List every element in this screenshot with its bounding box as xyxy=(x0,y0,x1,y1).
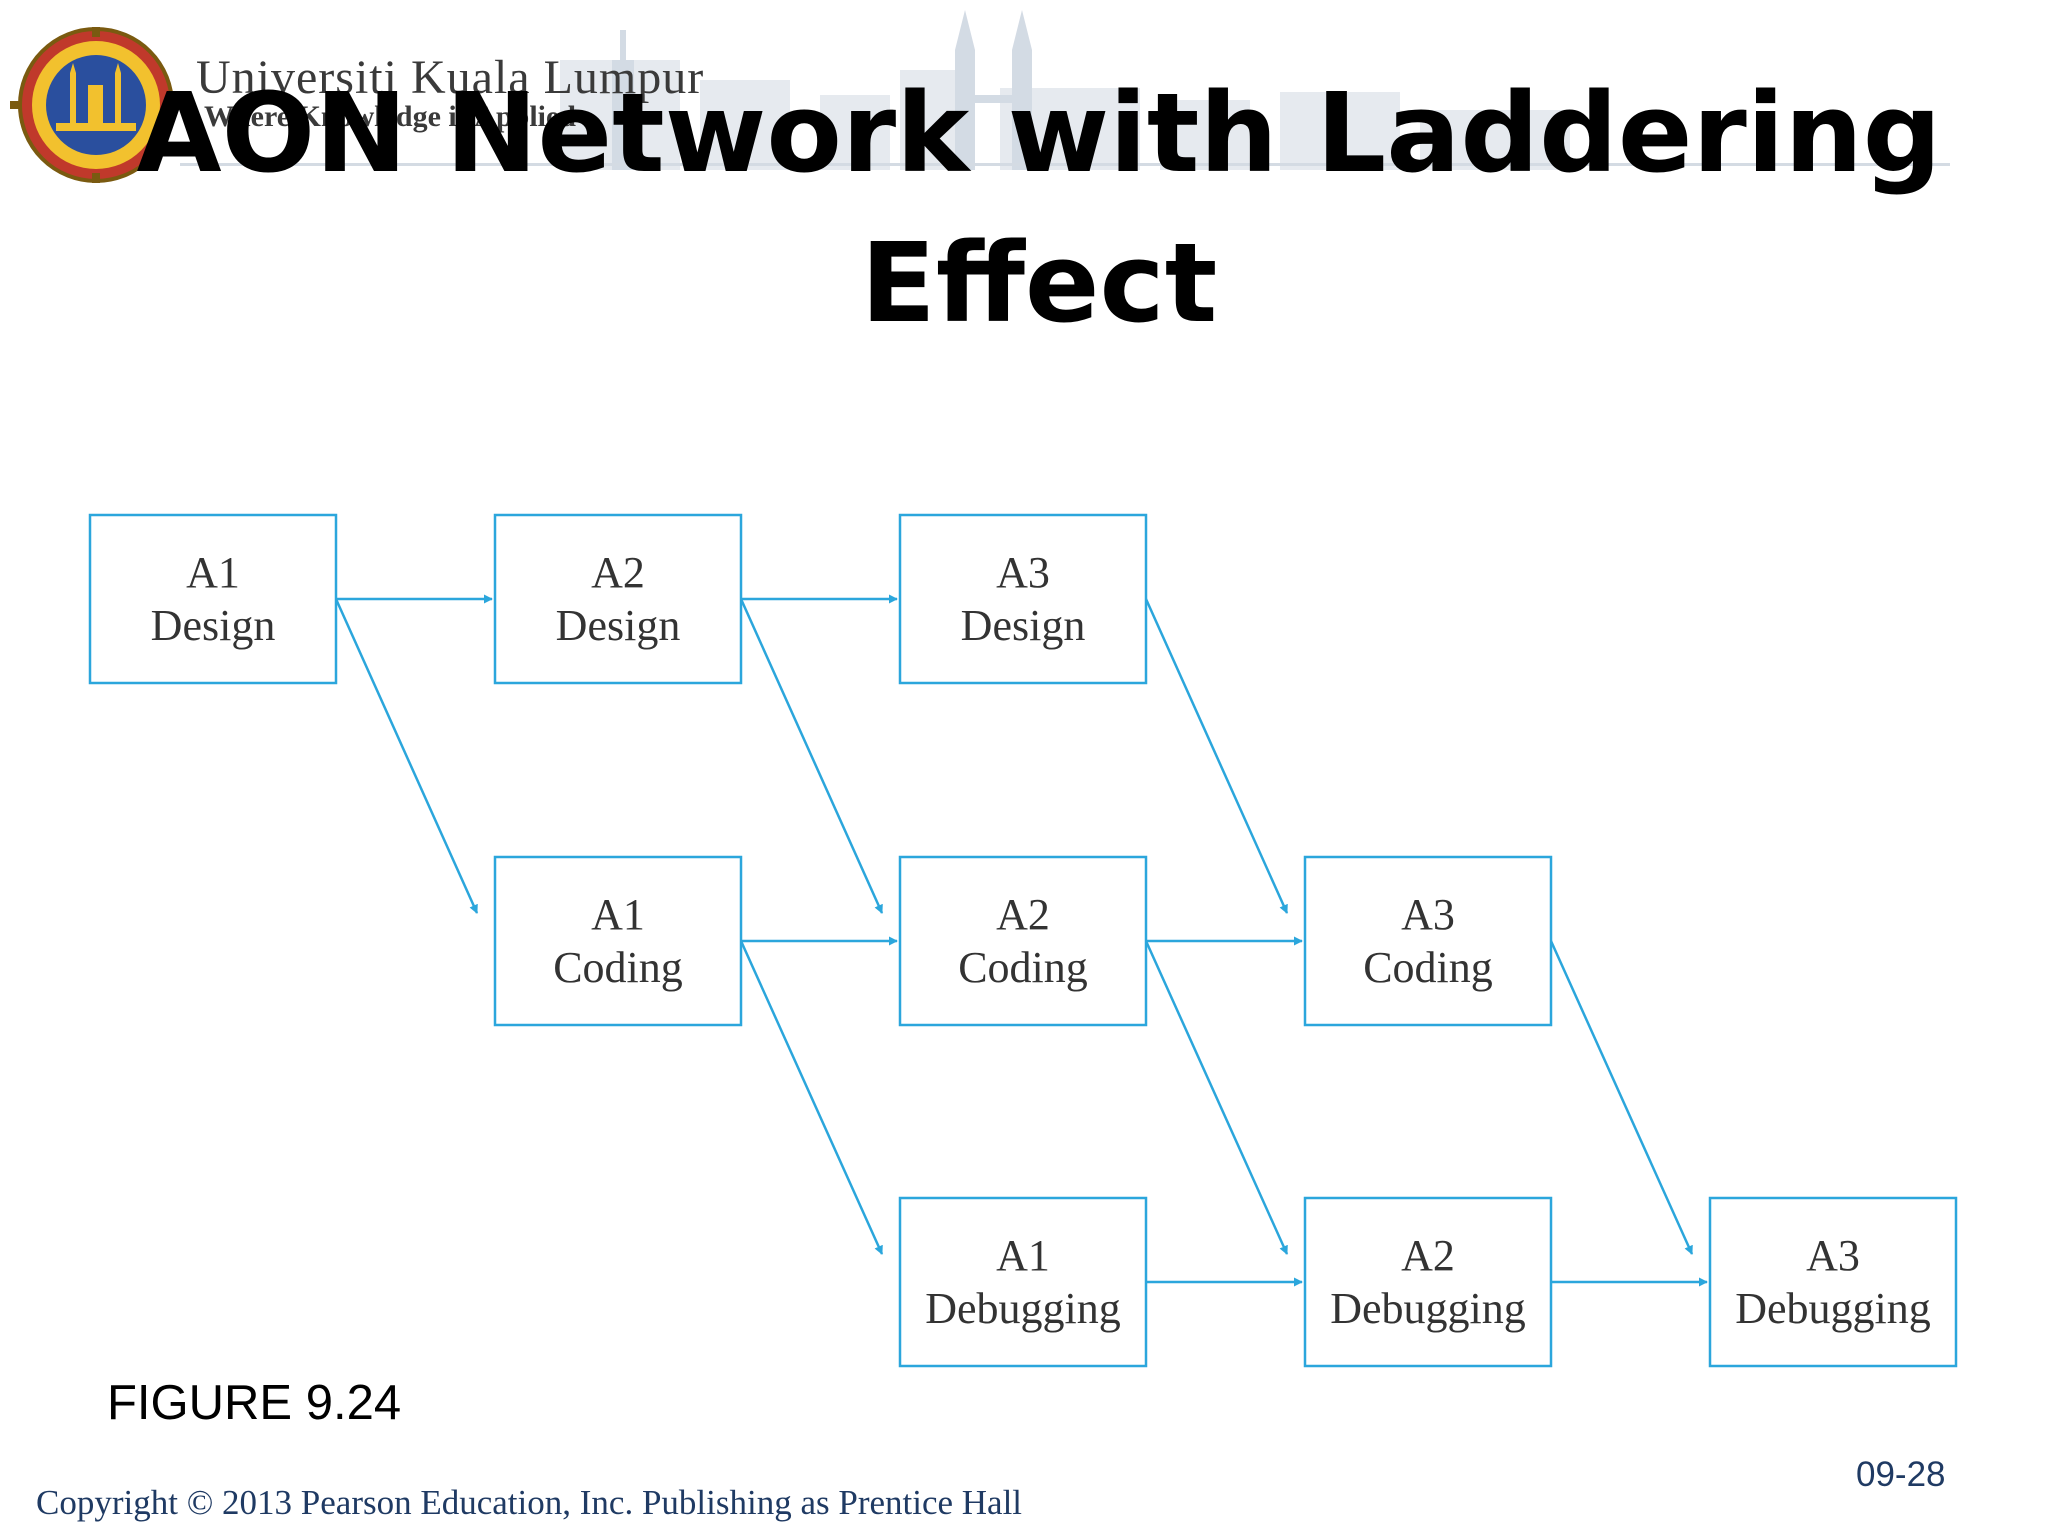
node-box xyxy=(493,513,743,685)
slide-number: 09-28 xyxy=(1856,1455,1946,1494)
node-box xyxy=(898,1196,1148,1368)
node-box xyxy=(1303,1196,1553,1368)
node-activity-label: A1 xyxy=(996,1231,1050,1280)
node-box xyxy=(1303,855,1553,1027)
node-box xyxy=(898,855,1148,1027)
node-activity-label: A2 xyxy=(591,548,645,597)
node-phase-label: Debugging xyxy=(925,1284,1121,1333)
slide-title-line-2: Effect xyxy=(860,219,1218,347)
node-box xyxy=(898,513,1148,685)
node-activity-label: A2 xyxy=(1401,1231,1455,1280)
node-phase-label: Debugging xyxy=(1735,1284,1931,1333)
activity-nodes: A1DesignA2DesignA3DesignA1CodingA2Coding… xyxy=(88,513,1958,1368)
node-phase-label: Debugging xyxy=(1330,1284,1526,1333)
node-box xyxy=(1708,1196,1958,1368)
university-banner: Universiti Kuala Lumpur Where Knowledge … xyxy=(0,0,1950,183)
node-box xyxy=(88,513,338,685)
node-activity-label: A1 xyxy=(186,548,240,597)
node-activity-label: A1 xyxy=(591,890,645,939)
node-phase-label: Coding xyxy=(1363,943,1493,992)
university-name: Universiti Kuala Lumpur xyxy=(196,51,705,104)
node-activity-label: A3 xyxy=(996,548,1050,597)
arrow-a2-design-to-a2-coding xyxy=(739,598,884,914)
dependency-arrows xyxy=(334,594,1708,1287)
node-phase-label: Design xyxy=(151,601,276,650)
unikl-logo xyxy=(10,27,181,183)
arrow-a2-coding-to-a2-debugging xyxy=(1144,940,1289,1255)
slide-title-line-1: AON Network with Laddering xyxy=(136,69,1942,197)
node-box xyxy=(493,855,743,1027)
copyright-notice: Copyright © 2013 Pearson Education, Inc.… xyxy=(36,1483,1023,1522)
node-phase-label: Design xyxy=(961,601,1086,650)
arrow-a3-design-to-a3-coding xyxy=(1144,598,1289,914)
arrow-a1-coding-to-a1-debugging xyxy=(739,940,884,1255)
arrow-a3-coding-to-a3-debugging xyxy=(1549,940,1694,1255)
university-tagline: Where Knowledge is Applied xyxy=(204,100,576,133)
arrow-a1-design-to-a1-coding xyxy=(334,598,479,914)
node-activity-label: A2 xyxy=(996,890,1050,939)
slide-title: AON Network with Laddering Effect xyxy=(0,58,2048,358)
node-activity-label: A3 xyxy=(1401,890,1455,939)
banner-divider xyxy=(180,163,1950,166)
figure-label: FIGURE 9.24 xyxy=(107,1376,402,1430)
node-phase-label: Coding xyxy=(553,943,683,992)
node-phase-label: Coding xyxy=(958,943,1088,992)
node-activity-label: A3 xyxy=(1806,1231,1860,1280)
city-skyline-watermark xyxy=(560,10,1570,170)
node-phase-label: Design xyxy=(556,601,681,650)
